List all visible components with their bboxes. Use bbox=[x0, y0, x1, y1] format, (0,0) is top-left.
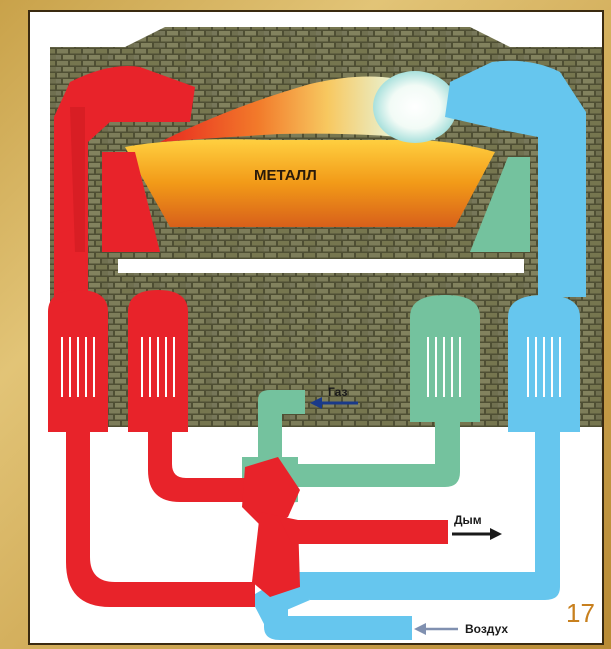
metal-label: МЕТАЛЛ bbox=[254, 167, 317, 184]
regenerator-left-2 bbox=[128, 290, 188, 432]
air-inlet-arrow bbox=[414, 623, 458, 635]
gas-label: Газ bbox=[328, 385, 347, 399]
regenerator-right-air bbox=[508, 295, 580, 432]
regenerator-left-1 bbox=[48, 290, 108, 432]
flame-core bbox=[373, 71, 457, 143]
hearth-slab bbox=[118, 259, 524, 273]
slide-frame: МЕТАЛЛ bbox=[28, 10, 604, 645]
regenerative-furnace-diagram: МЕТАЛЛ bbox=[30, 12, 604, 645]
smoke-label: Дым bbox=[454, 513, 482, 527]
smoke-outlet-arrow bbox=[452, 528, 502, 540]
slide-number: 17 bbox=[566, 598, 611, 629]
air-label: Воздух bbox=[465, 622, 508, 636]
regenerator-right-gas bbox=[410, 295, 480, 422]
